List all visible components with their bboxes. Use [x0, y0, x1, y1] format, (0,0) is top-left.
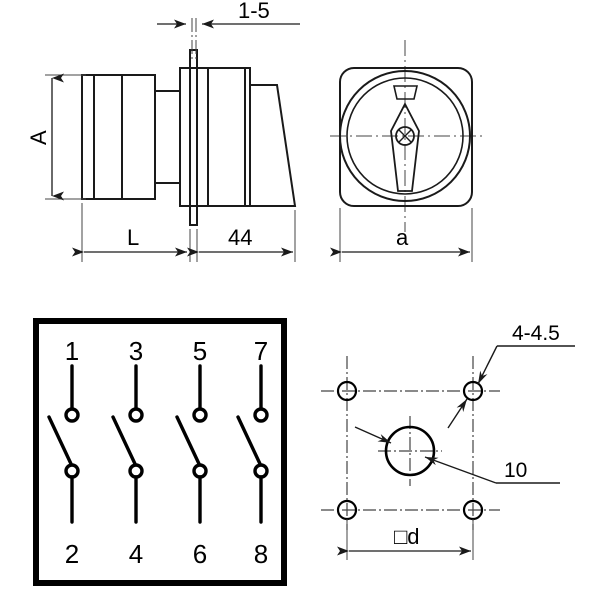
center-note-leader-right: [424, 456, 497, 484]
terminal-label-7: 7: [254, 336, 268, 366]
hub-circle-icon: [395, 126, 415, 146]
knob-width-label-a: a: [396, 225, 409, 250]
terminal-label-2: 2: [65, 539, 79, 569]
knob-profile: [250, 84, 297, 207]
pole-4-bottom-contact: [253, 463, 269, 479]
knob-outer-circle: [339, 70, 471, 202]
side-elevation-view: [81, 49, 297, 226]
pole-1-lever: [47, 415, 74, 468]
terminal-label-5: 5: [193, 336, 207, 366]
hole-note-leader-upper: [477, 345, 498, 385]
center-hole-label: 10: [504, 459, 527, 482]
height-dimension-A: A: [26, 73, 86, 201]
mounting-hole-top-left: [336, 380, 358, 402]
terminal-label-1: 1: [65, 336, 79, 366]
pole-3-top-contact: [192, 407, 208, 423]
pole-1-top-contact: [64, 407, 80, 423]
pole-1-bottom-contact: [64, 463, 80, 479]
hole-spacing-label: □d: [394, 524, 420, 549]
panel-thickness-label: 1-5: [238, 0, 270, 23]
terminal-label-4: 4: [129, 539, 143, 569]
knob-collar: [207, 67, 251, 207]
top-terminal-labels: 1 3 5 7: [65, 336, 268, 366]
pole-2-lever: [111, 415, 138, 468]
terminal-label-3: 3: [129, 336, 143, 366]
center-shaft-hole: [384, 425, 436, 477]
pole-4-top-contact: [253, 407, 269, 423]
pole-4-lever: [236, 415, 263, 468]
circuit-diagram-border: [33, 318, 287, 586]
mounting-hole-top-right: [462, 380, 484, 402]
hole-spacing-dimension: □d: [337, 519, 474, 560]
pole-3-bottom-contact: [192, 463, 208, 479]
bottom-terminal-labels: 2 4 6 8: [65, 539, 268, 569]
knob-front-view: a: [330, 40, 485, 262]
hole-size-label: 4-4.5: [512, 322, 560, 345]
hub-cross-b: [398, 129, 412, 143]
center-hole-note: 10: [354, 426, 560, 484]
diamond-pointer-icon: [390, 102, 420, 192]
knob-depth-label: 44: [228, 225, 252, 250]
contact-circuit-diagram: 1 3 5 7 2 4 6 8: [33, 318, 287, 586]
pole-3-lever: [175, 415, 202, 468]
pole-2-top-contact: [128, 407, 144, 423]
center-note-leader-left: [354, 426, 392, 444]
panel-sheet: [189, 49, 198, 226]
terminal-label-8: 8: [254, 539, 268, 569]
knob-inner-circle: [346, 77, 464, 195]
height-label-A: A: [26, 130, 51, 145]
index-marker-icon: [392, 85, 419, 100]
length-dimensions: L 44: [72, 203, 296, 262]
pole-2-bottom-contact: [128, 463, 144, 479]
panel-cutout-view: 4-4.5 10 □d: [321, 322, 575, 560]
hole-size-note: 4-4.5: [447, 322, 575, 429]
terminal-label-6: 6: [193, 539, 207, 569]
panel-thickness-dimension: 1-5: [157, 0, 300, 60]
hole-note-leader-lower: [447, 398, 468, 429]
length-label-L: L: [127, 225, 139, 250]
